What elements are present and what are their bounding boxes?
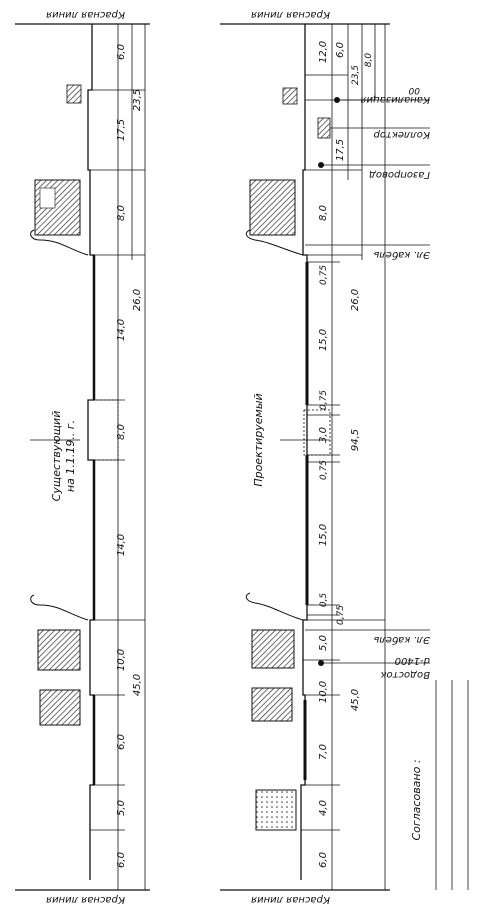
projected-dim-6: 0,75: [319, 390, 329, 410]
existing-dim-6: 10,0: [116, 649, 127, 671]
svg-text:Канализация: Канализация: [360, 94, 430, 105]
svg-text:Эл. кабель: Эл. кабель: [373, 249, 431, 261]
existing-surface: [87, 24, 119, 880]
projected-total-0: 23,5: [351, 65, 361, 85]
utility-sewer: Канализация 00: [334, 85, 430, 105]
svg-text:Водосток: Водосток: [381, 669, 431, 680]
svg-text:Коллектор: Коллектор: [374, 129, 430, 140]
projected-dim-4: 0,75: [319, 265, 329, 285]
existing-total-2: 45,0: [132, 674, 143, 696]
projected-dim-9: 15,0: [318, 524, 329, 546]
red-line-label-top-left: Красная линия: [46, 9, 125, 20]
svg-text:Газопровод: Газопровод: [369, 169, 430, 180]
projected-dim-14: 7,0: [318, 744, 329, 760]
projected-dim-13: 10,0: [318, 681, 329, 703]
projected-dim-0: 12,0: [318, 41, 329, 63]
building-icon: [34, 179, 81, 236]
projected-dimension-chain: [301, 24, 386, 890]
utility-cable-bottom: Эл. кабель: [305, 629, 431, 646]
existing-dim-9: 6,0: [116, 852, 127, 868]
tree-icon: [66, 84, 82, 104]
existing-title: Существующий: [50, 411, 63, 502]
existing-dim-3: 14,0: [116, 319, 127, 341]
projected-dim-2: 17,5: [335, 139, 346, 161]
projected-dim-8: 0,75: [319, 460, 329, 480]
building-icon: [39, 689, 81, 726]
lamp-post-icon: [30, 594, 89, 621]
existing-subtitle: на 1.1.19.. г.: [64, 420, 77, 492]
projected-total-1: 8,0: [364, 53, 374, 68]
projected-profile: Красная линия Красная линия: [220, 9, 431, 905]
projected-total-4: 45,0: [350, 689, 361, 711]
red-line-label-bottom-right: Красная линия: [251, 894, 330, 905]
projected-total-3: 94,5: [350, 429, 361, 451]
building-icon: [251, 629, 295, 669]
projected-dim-1: 6,0: [335, 42, 346, 58]
utility-drain: d-1400 Водосток: [318, 655, 430, 680]
existing-total-1: 26,0: [132, 289, 143, 311]
sandbox-icon: [255, 789, 297, 831]
approved-label: Согласовано :: [410, 759, 423, 840]
projected-dim-10: 0,75: [336, 605, 346, 625]
existing-dim-2: 8,0: [116, 205, 127, 221]
red-line-label-bottom-left: Красная линия: [46, 894, 125, 905]
building-icon: [37, 629, 81, 671]
lamp-post-icon: [245, 229, 304, 256]
utility-gas: Газопровод: [318, 162, 430, 180]
projected-dim-5: 15,0: [318, 329, 329, 351]
existing-dim-5: 14,0: [116, 534, 127, 556]
projected-total-2: 26,0: [350, 289, 361, 311]
building-icon: [249, 179, 296, 236]
projected-dim-11: 0,5: [319, 593, 329, 608]
existing-dim-7: 6,0: [116, 734, 127, 750]
lamp-post-icon: [30, 229, 89, 256]
existing-dim-8: 5,0: [116, 800, 127, 816]
existing-dimension-chain: [88, 24, 146, 890]
existing-total-0: 23,5: [132, 89, 143, 111]
projected-dim-7: 3,0: [318, 427, 329, 443]
projected-dim-12: 5,0: [318, 635, 329, 651]
tree-icon: [282, 87, 298, 105]
approval-block: Согласовано :: [410, 680, 469, 890]
svg-text:00: 00: [408, 85, 420, 95]
lamp-post-icon: [245, 592, 304, 621]
svg-text:d-1400: d-1400: [395, 655, 430, 666]
projected-dim-3: 8,0: [318, 205, 329, 221]
building-icon: [251, 687, 293, 722]
existing-dim-1: 17,5: [116, 119, 127, 141]
projected-title: Проектируемый: [252, 393, 265, 486]
red-line-label-top-right: Красная линия: [251, 9, 330, 20]
projected-dim-16: 6,0: [318, 852, 329, 868]
existing-dim-4: 8,0: [116, 424, 127, 440]
svg-text:Эл. кабель: Эл. кабель: [373, 634, 431, 646]
utility-collector: Коллектор: [317, 117, 430, 140]
existing-profile: Красная линия Красная линия: [15, 9, 150, 905]
existing-dim-0: 6,0: [116, 44, 127, 60]
projected-dim-15: 4,0: [318, 800, 329, 816]
utility-cable-top: Эл. кабель: [305, 244, 431, 261]
